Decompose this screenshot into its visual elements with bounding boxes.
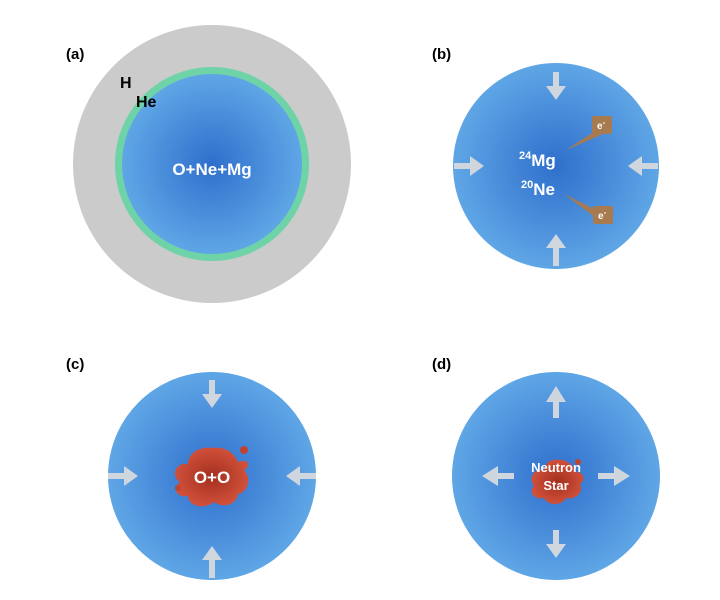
panel-d-star: Neutron Star	[452, 372, 660, 580]
electron-capture-icon: e-	[566, 116, 612, 150]
electron-charge: -	[603, 118, 606, 127]
flame-droplet	[175, 485, 181, 491]
svg-text:24Mg: 24Mg	[519, 150, 556, 170]
flame-droplet	[575, 459, 581, 465]
hydrogen-label: H	[120, 75, 132, 92]
electron-symbol: e	[598, 211, 604, 222]
outward-arrow-icon	[598, 466, 630, 486]
electron-charge: -	[604, 208, 607, 217]
mg-mass-number: 24	[519, 150, 532, 162]
svg-text:e-: e-	[598, 208, 607, 222]
panel-b-star: e- e- 24Mg 20Ne	[453, 63, 659, 269]
ne-mass-number: 20	[521, 179, 533, 191]
outward-arrow-icon	[546, 386, 566, 418]
panel-b-label: (b)	[432, 46, 452, 63]
panel-a-star: H He O+Ne+Mg	[73, 25, 351, 303]
electron-capture-icon: e-	[564, 194, 613, 224]
inward-arrow-icon	[202, 546, 222, 578]
outward-arrow-icon	[482, 466, 514, 486]
ne-symbol: Ne	[533, 180, 555, 199]
inward-arrow-icon	[108, 466, 138, 486]
inward-arrow-icon	[202, 380, 222, 408]
flame-blob-icon	[174, 447, 249, 507]
outward-arrow-icon	[546, 530, 566, 558]
panel-a-label: (a)	[66, 46, 85, 63]
inward-arrow-icon	[546, 72, 566, 100]
flame-blob-icon	[531, 459, 584, 504]
electron-symbol: e	[597, 121, 603, 132]
helium-label: He	[136, 94, 157, 111]
panel-c-star: O+O	[108, 372, 316, 580]
panel-d-label: (d)	[432, 356, 452, 373]
mg-symbol: Mg	[531, 151, 556, 170]
inward-arrow-icon	[454, 156, 484, 176]
neutron-star-label-line2: Star	[543, 478, 568, 493]
panel-c-label: (c)	[66, 356, 85, 373]
onemg-core	[122, 74, 302, 254]
svg-text:e-: e-	[597, 118, 606, 132]
flame-droplet	[240, 446, 248, 454]
core-label: O+Ne+Mg	[172, 160, 251, 179]
inward-arrow-icon	[546, 234, 566, 266]
inward-arrow-icon	[628, 156, 658, 176]
svg-text:20Ne: 20Ne	[521, 179, 555, 199]
oxygen-burning-label: O+O	[194, 468, 230, 487]
inward-arrow-icon	[286, 466, 316, 486]
neutron-star-label-line1: Neutron	[531, 460, 581, 475]
